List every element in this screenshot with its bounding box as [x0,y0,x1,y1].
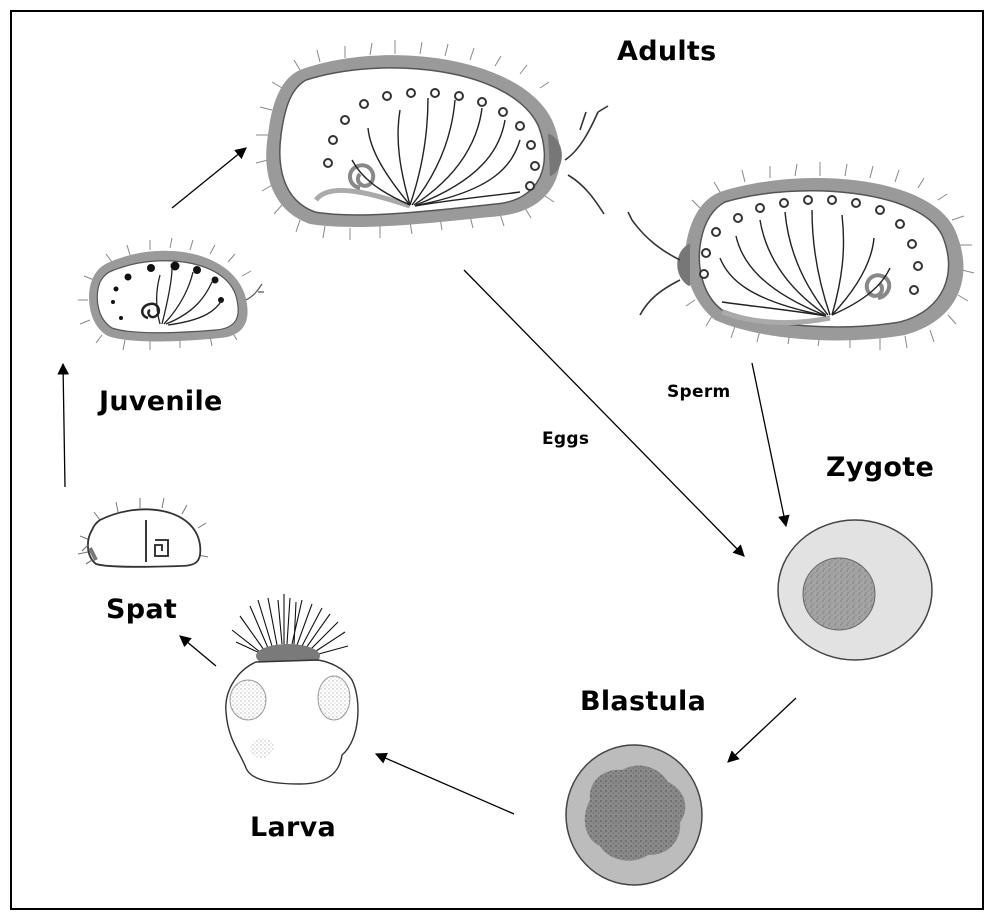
arrow-eggs-to-zygote [464,270,744,556]
arrow-juvenile-to-adult [172,148,246,208]
spat-shell [78,498,208,567]
label-spat: Spat [106,594,177,625]
label-eggs: Eggs [542,429,589,449]
juvenile-shell [78,238,264,350]
larva [226,594,358,784]
arrow-blastula-to-larva [376,754,514,814]
label-sperm: Sperm [667,382,731,402]
blastula-cell [566,745,702,885]
arrow-sperm-to-zygote [752,363,786,526]
label-adults: Adults [617,36,716,67]
arrow-larva-to-spat [180,636,216,666]
adult-shell-right [628,162,974,350]
label-blastula: Blastula [580,686,706,717]
zygote-cell [778,520,932,660]
arrow-spat-to-juvenile [63,364,65,487]
arrow-zygote-to-blastula [728,698,796,762]
label-juvenile: Juvenile [99,386,223,417]
label-larva: Larva [250,812,336,843]
label-zygote: Zygote [826,452,934,483]
adult-shell-left [256,40,608,240]
